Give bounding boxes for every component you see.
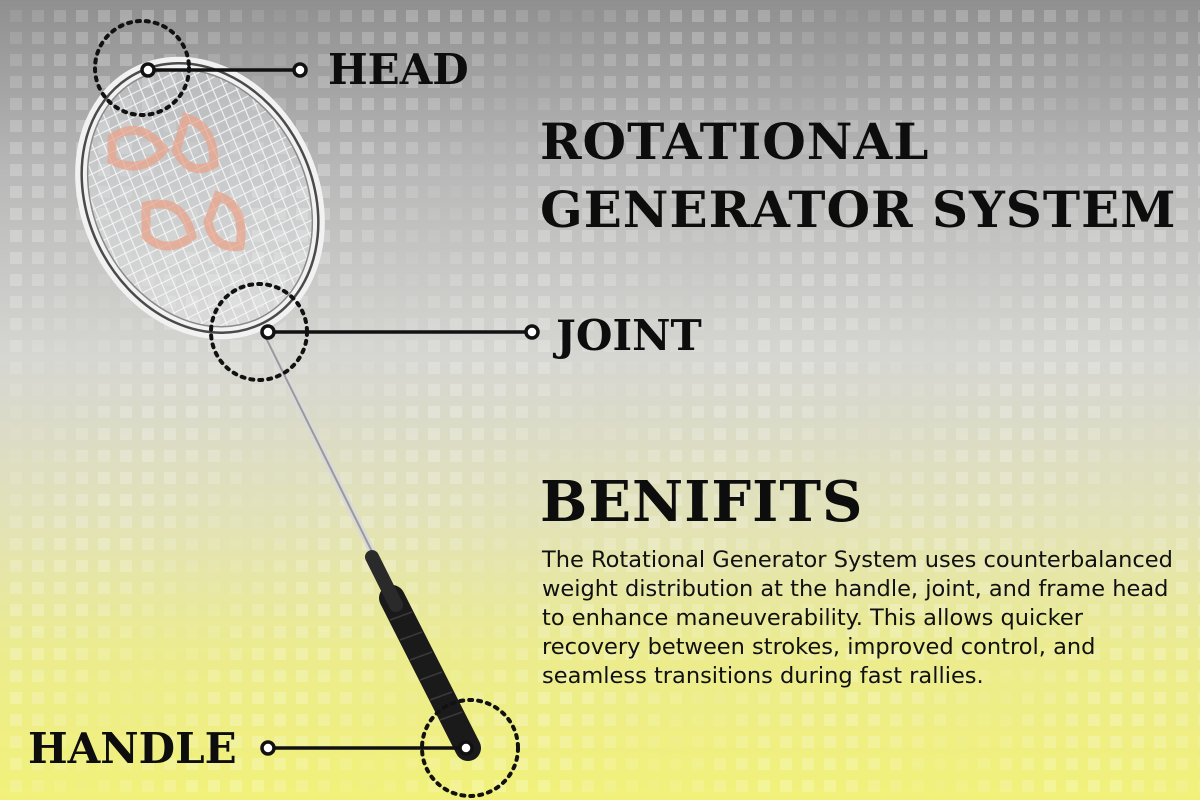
benefits-description: The Rotational Generator System uses cou…	[542, 547, 1173, 689]
head-leader-dot	[140, 62, 156, 78]
head-leader-end-dot	[292, 62, 308, 78]
joint-leader-dot	[260, 324, 276, 340]
title-line-1: ROTATIONAL	[540, 112, 930, 171]
joint-label: JOINT	[556, 311, 702, 360]
handle-leader-end-dot	[458, 740, 474, 756]
benefits-heading: BENIFITS	[540, 469, 864, 535]
joint-leader-end-dot	[524, 324, 540, 340]
handle-leader-dot	[260, 740, 276, 756]
head-callout-circle-icon	[93, 19, 191, 117]
handle-label: HANDLE	[28, 724, 237, 773]
handle-callout-circle-icon	[420, 698, 520, 798]
page-title: ROTATIONAL GENERATOR SYSTEM	[540, 108, 1180, 244]
head-label: HEAD	[328, 45, 469, 94]
title-line-2: GENERATOR SYSTEM	[540, 180, 1177, 239]
